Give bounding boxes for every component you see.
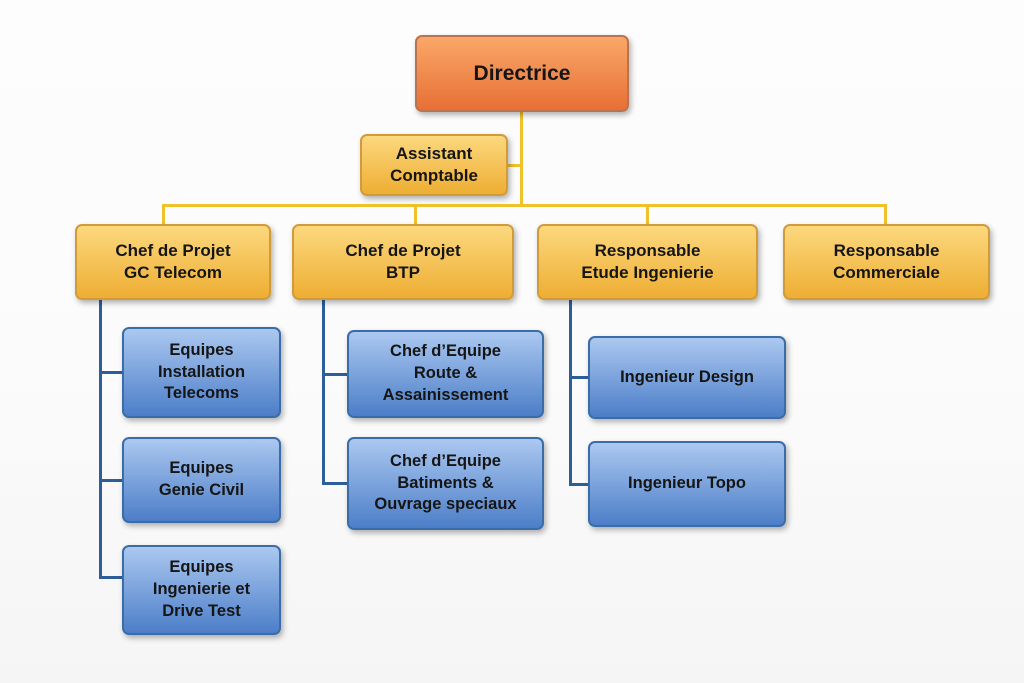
connector-ing-vertical	[569, 300, 572, 486]
node-chef-equipe-route-assainissement: Chef d’Equipe Route & Assainissement	[347, 330, 544, 418]
connector-gc-stub-3	[99, 576, 122, 579]
connector-btp-stub-1	[322, 373, 347, 376]
connector-drop-commerciale	[884, 204, 887, 225]
connector-btp-stub-2	[322, 482, 347, 485]
node-ingenieur-design: Ingenieur Design	[588, 336, 786, 419]
connector-gc-stub-1	[99, 371, 122, 374]
node-equipes-genie-civil: Equipes Genie Civil	[122, 437, 281, 523]
node-responsable-etude-ingenierie: Responsable Etude Ingenierie	[537, 224, 758, 300]
connector-gc-stub-2	[99, 479, 122, 482]
node-responsable-commerciale: Responsable Commerciale	[783, 224, 990, 300]
connector-level2-horizontal	[162, 204, 887, 207]
connector-btp-vertical	[322, 300, 325, 485]
node-equipes-ingenierie-drive-test: Equipes Ingenierie et Drive Test	[122, 545, 281, 635]
connector-drop-btp	[414, 204, 417, 225]
node-chef-equipe-batiments-ouvrage-speciaux: Chef d’Equipe Batiments & Ouvrage specia…	[347, 437, 544, 530]
node-chef-projet-gc-telecom: Chef de Projet GC Telecom	[75, 224, 271, 300]
node-equipes-installation-telecoms: Equipes Installation Telecoms	[122, 327, 281, 418]
node-ingenieur-topo: Ingenieur Topo	[588, 441, 786, 527]
connector-drop-ingenierie	[646, 204, 649, 225]
connector-ing-stub-1	[569, 376, 588, 379]
connector-root-vertical	[520, 112, 523, 205]
connector-assistant-stub	[508, 164, 523, 167]
node-assistant-comptable: Assistant Comptable	[360, 134, 508, 196]
node-chef-projet-btp: Chef de Projet BTP	[292, 224, 514, 300]
connector-ing-stub-2	[569, 483, 588, 486]
connector-gc-vertical	[99, 300, 102, 579]
connector-drop-gc-telecom	[162, 204, 165, 225]
node-directrice: Directrice	[415, 35, 629, 112]
